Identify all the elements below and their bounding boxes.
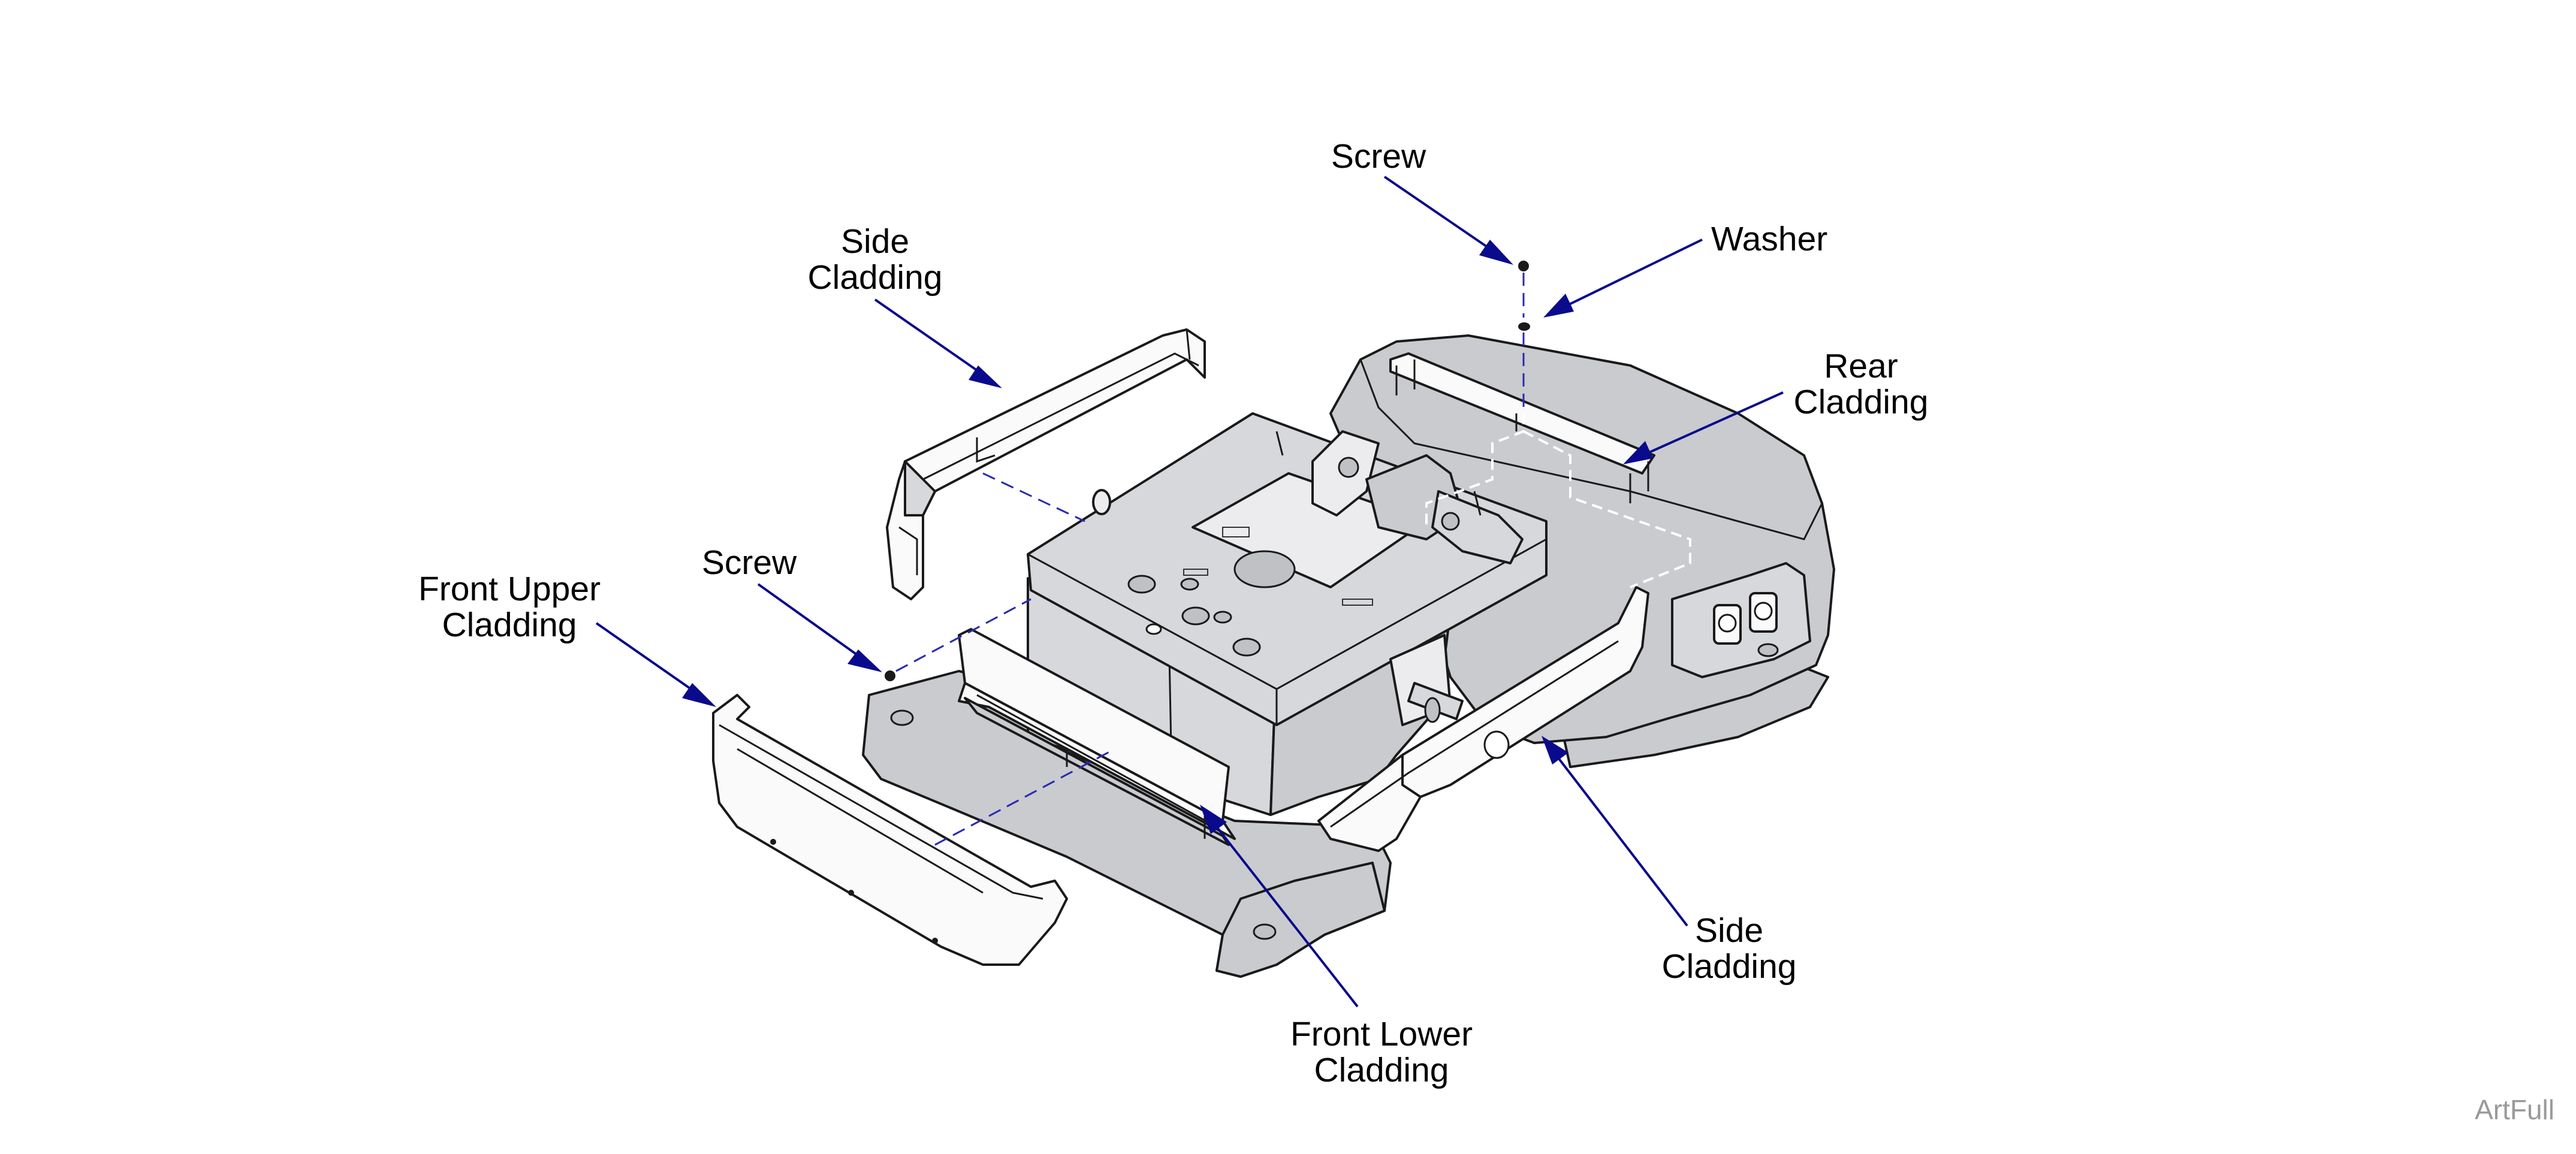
watermark-text: ArtFull xyxy=(2475,1094,2554,1125)
label-front-lower-2: Cladding xyxy=(1314,1051,1449,1089)
front-lower-cladding-part xyxy=(958,628,1236,846)
label-side-cladding-right-2: Cladding xyxy=(1662,947,1797,986)
label-side-cladding-right-1: Side xyxy=(1695,911,1763,950)
washer-part xyxy=(1518,322,1530,331)
label-side-cladding-left-2: Cladding xyxy=(808,258,943,297)
front-upper-cladding-part xyxy=(712,694,1068,966)
right-side-cladding-part xyxy=(1317,586,1649,852)
label-rear-cladding-1: Rear xyxy=(1824,347,1898,385)
label-side-cladding-left-1: Side xyxy=(841,222,909,261)
label-front-upper-1: Front Upper xyxy=(418,570,601,608)
assembly-lines xyxy=(895,273,1691,846)
leader-lines xyxy=(595,176,1784,1008)
label-screw-top: Screw xyxy=(1331,137,1426,176)
hardware xyxy=(885,261,1530,681)
label-screw-left: Screw xyxy=(702,543,797,582)
label-rear-cladding-2: Cladding xyxy=(1794,383,1929,421)
left-side-cladding-part xyxy=(886,328,1206,600)
label-washer: Washer xyxy=(1711,220,1827,258)
left-screw-part xyxy=(885,670,895,681)
rear-housing xyxy=(1329,334,1835,744)
label-front-upper-2: Cladding xyxy=(442,606,577,644)
callout-labels: Screw Washer Side Cladding Rear Cladding… xyxy=(418,137,2554,1125)
top-screw-part xyxy=(1518,261,1529,271)
label-front-lower-1: Front Lower xyxy=(1290,1015,1473,1053)
